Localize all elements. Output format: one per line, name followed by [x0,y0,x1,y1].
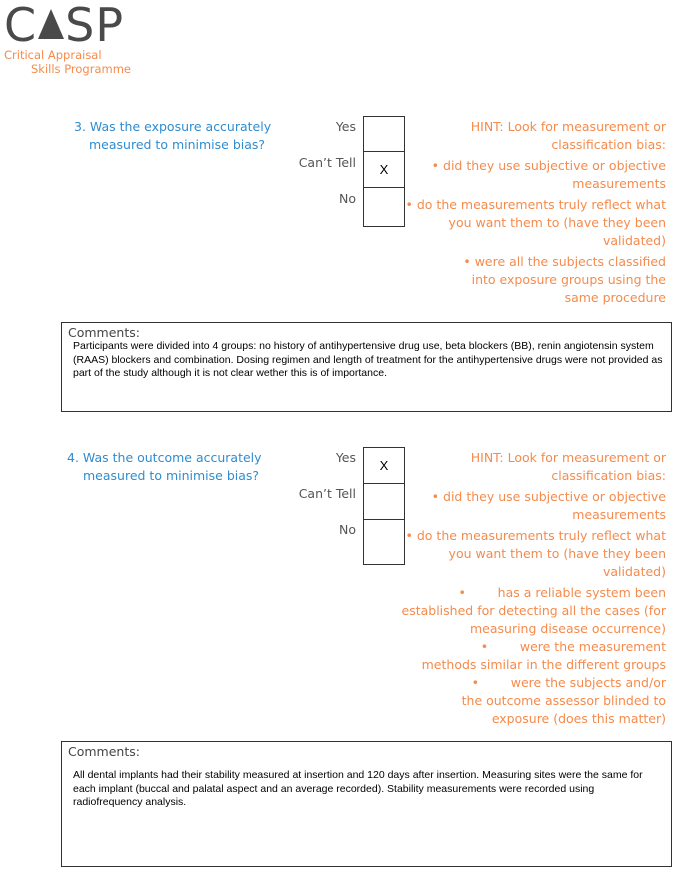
q4-comments-text: All dental implants had their stability … [73,769,643,808]
q3-hint-line: into exposure groups using the [471,272,666,287]
q3-option-canttell-label: Can’t Tell [298,155,356,170]
q3-option-no-label: No [339,191,356,206]
q4-hint-line: exposure (does this matter) [491,711,666,726]
question-4-line1: 4. Was the outcome accurately [67,449,262,467]
question-4-number: 4. [67,450,79,465]
q3-comments-label: Comments: [68,325,140,340]
q4-hint-line: • were the subjects and/or [471,675,666,690]
q4-hint-line: validated) [602,564,666,579]
logo-letters-sp: SP [65,0,125,52]
q3-hint-line: classification bias: [551,137,666,152]
q4-option-no-label: No [339,522,356,537]
logo-triangle-icon [38,9,65,39]
logo-subtitle: Critical Appraisal Skills Programme [4,48,131,76]
q4-hint-line: established for detecting all the cases … [401,603,666,618]
question-4-text-line1: Was the outcome accurately [82,450,262,465]
q3-hint-line: measurements [572,176,666,191]
q3-hint: HINT: Look for measurement or classifica… [386,118,666,307]
q4-hint-line: • do the measurements truly reflect what [405,528,666,543]
q4-hint-line: the outcome assessor blinded to [461,693,666,708]
q3-hint-line: HINT: Look for measurement or [470,119,666,134]
q3-option-yes-label: Yes [335,119,356,134]
question-3-text-line2: measured to minimise bias? [89,137,266,152]
q3-hint-line: • do the measurements truly reflect what [405,197,666,212]
logo-subtitle-line2: Skills Programme [31,62,131,76]
q4-hint-line: measurements [572,507,666,522]
q3-hint-line: • were all the subjects classified [463,254,666,269]
q4-option-yes-label: Yes [335,450,356,465]
q4-checkbox-no[interactable] [363,519,405,565]
q3-hint-line: • did they use subjective or objective [431,158,666,173]
q3-checkbox-no[interactable] [363,187,405,227]
q4-hint-line: methods similar in the different groups [421,657,666,672]
q4-hint-line: measuring disease occurrence) [469,621,666,636]
q4-hint: HINT: Look for measurement or classifica… [376,449,666,728]
q3-hint-line: same procedure [564,290,666,305]
q3-hint-line: you want them to (have they been [448,215,666,230]
logo-letter-c: C [4,0,38,52]
q4-comments-label: Comments: [68,744,140,759]
question-3-number: 3. [74,119,86,134]
q3-comments-box[interactable]: Comments: Participants were divided into… [61,322,672,412]
question-3-text-line1: Was the exposure accurately [89,119,272,134]
q4-hint-line: HINT: Look for measurement or [470,450,666,465]
q4-hint-line: • did they use subjective or objective [431,489,666,504]
question-3-line1: 3. Was the exposure accurately [74,118,271,136]
q3-hint-line: validated) [602,233,666,248]
q4-hint-line: classification bias: [551,468,666,483]
question-4-text-line2: measured to minimise bias? [83,468,260,483]
q4-hint-line: you want them to (have they been [448,546,666,561]
question-3: 3. Was the exposure accurately measured … [74,118,271,154]
question-4: 4. Was the outcome accurately measured t… [67,449,262,485]
q4-option-canttell-label: Can’t Tell [298,486,356,501]
q4-hint-line: • has a reliable system been [458,585,667,600]
q4-hint-line: • were the measurement [480,639,666,654]
q3-comments-text: Participants were divided into 4 groups:… [73,340,663,379]
q4-comments-box[interactable]: Comments: All dental implants had their … [61,741,672,867]
logo-subtitle-line1: Critical Appraisal [4,48,102,62]
